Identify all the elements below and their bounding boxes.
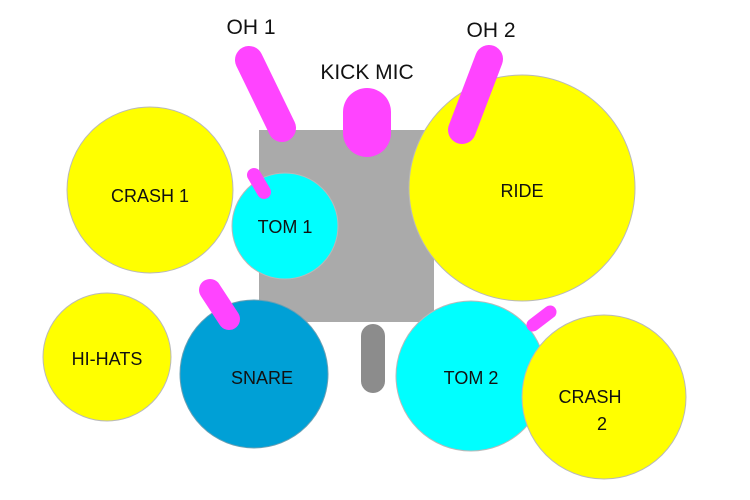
crash-1-cymbal (66, 106, 234, 274)
ride-label: RIDE (500, 181, 543, 201)
hi-hats-cymbal (42, 292, 172, 422)
kick-pedal (361, 324, 385, 393)
overhead-mic-2 (448, 45, 503, 144)
crash-2-cymbal (521, 314, 687, 480)
crash-2-label-line-1: CRASH (558, 387, 621, 407)
tom-2-mic (526, 305, 557, 332)
tom-1-mic (247, 168, 271, 199)
tom-1-label: TOM 1 (258, 217, 313, 237)
snare-label: SNARE (231, 368, 293, 388)
crash-1-label: CRASH 1 (111, 186, 189, 206)
tom-1-drum (231, 172, 339, 280)
oh-2-label: OH 2 (466, 19, 515, 42)
oh-1-label: OH 1 (226, 16, 275, 39)
tom-2-label: TOM 2 (444, 368, 499, 388)
snare-drum (179, 299, 329, 449)
hi-hats-label: HI-HATS (72, 349, 143, 369)
kick-mic (343, 88, 391, 157)
kick-mic-label: KICK MIC (320, 61, 413, 84)
snare-mic (199, 279, 240, 330)
overhead-mic-1 (235, 46, 296, 142)
crash-2-label-line-2: 2 (597, 414, 607, 434)
